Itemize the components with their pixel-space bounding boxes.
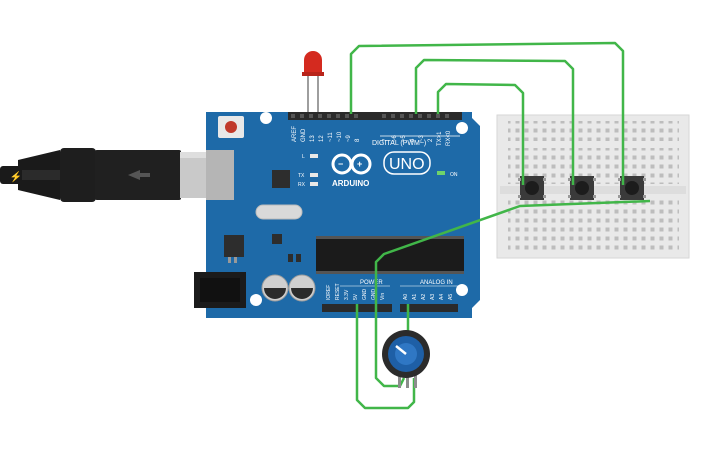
atmega-chip	[316, 238, 464, 272]
uno-badge	[383, 151, 431, 175]
pin-label: A0	[403, 294, 409, 300]
svg-text:−: −	[338, 159, 343, 169]
pin-label: GND	[301, 128, 307, 142]
red-led-icon	[302, 51, 324, 112]
analog-header-label: ANALOG IN	[420, 280, 453, 286]
wire	[355, 304, 416, 410]
pin-label: AREF	[292, 126, 298, 142]
pin-label: GND	[371, 289, 377, 301]
pin-label: Vin	[380, 293, 386, 300]
model-label: UNO	[389, 156, 425, 173]
wire	[374, 199, 651, 304]
pin-label: RX<0	[446, 130, 452, 146]
l-led-icon	[310, 154, 318, 158]
arduino-logo-icon	[331, 153, 372, 175]
pin-label: ~5	[401, 134, 407, 142]
pin-label: IOREF	[326, 285, 332, 300]
pin-label: 3.3V	[344, 289, 350, 300]
rx-led-icon	[310, 182, 318, 186]
wire	[414, 58, 575, 185]
pin-label: 8	[355, 138, 361, 142]
pin-label: GND	[362, 289, 368, 301]
power-led-icon	[437, 171, 445, 175]
pushbutton-icon[interactable]	[568, 176, 596, 200]
crystal-oscillator	[255, 204, 303, 220]
digital-header	[288, 112, 462, 120]
arduino-board: AREF GND 13 12 ~11 ~10 ~9 8 7 ~6 ~5 4 ~3…	[194, 112, 480, 318]
analog-header	[400, 304, 458, 312]
pin-label: TX>1	[437, 131, 443, 146]
pin-label: ~10	[337, 131, 343, 142]
potentiometer-icon[interactable]	[382, 330, 430, 388]
pin-label: ~11	[328, 132, 334, 142]
wires	[349, 41, 651, 410]
pin-label: A4	[439, 294, 445, 300]
pushbutton-icon[interactable]	[618, 176, 646, 200]
wire	[349, 41, 625, 185]
voltage-regulator	[224, 235, 244, 257]
tx-label: TX	[298, 173, 305, 179]
pin-label: 2	[428, 138, 434, 142]
pin-label: 7	[383, 138, 389, 142]
usb-chip	[272, 170, 290, 188]
usb-cable-icon: ⚡	[0, 148, 234, 202]
svg-text:⚡: ⚡	[10, 170, 22, 183]
l-label: L	[302, 154, 305, 160]
pin-label: RESET	[335, 283, 341, 300]
pin-label: A5	[448, 294, 454, 300]
pin-label: A2	[421, 294, 427, 300]
power-header-label: POWER	[360, 280, 383, 286]
pin-label: A1	[412, 294, 418, 300]
pin-label: 12	[319, 135, 325, 142]
tx-led-icon	[310, 173, 318, 177]
pin-label: ~9	[346, 134, 352, 142]
pin-label: 13	[310, 135, 316, 142]
wire	[436, 82, 525, 185]
rx-label: RX	[298, 182, 306, 188]
wire	[374, 304, 406, 388]
pin-label: ~6	[392, 134, 398, 142]
svg-text:+: +	[357, 159, 362, 169]
digital-header-label: DIGITAL (PWM~)	[372, 140, 426, 147]
pin-label: 4	[410, 138, 416, 142]
pin-label: 5V	[353, 293, 359, 300]
pin-label: A3	[430, 294, 436, 300]
on-label: ON	[450, 172, 458, 178]
pin-label: ~3	[419, 134, 425, 142]
brand-label: ARDUINO	[332, 179, 369, 188]
